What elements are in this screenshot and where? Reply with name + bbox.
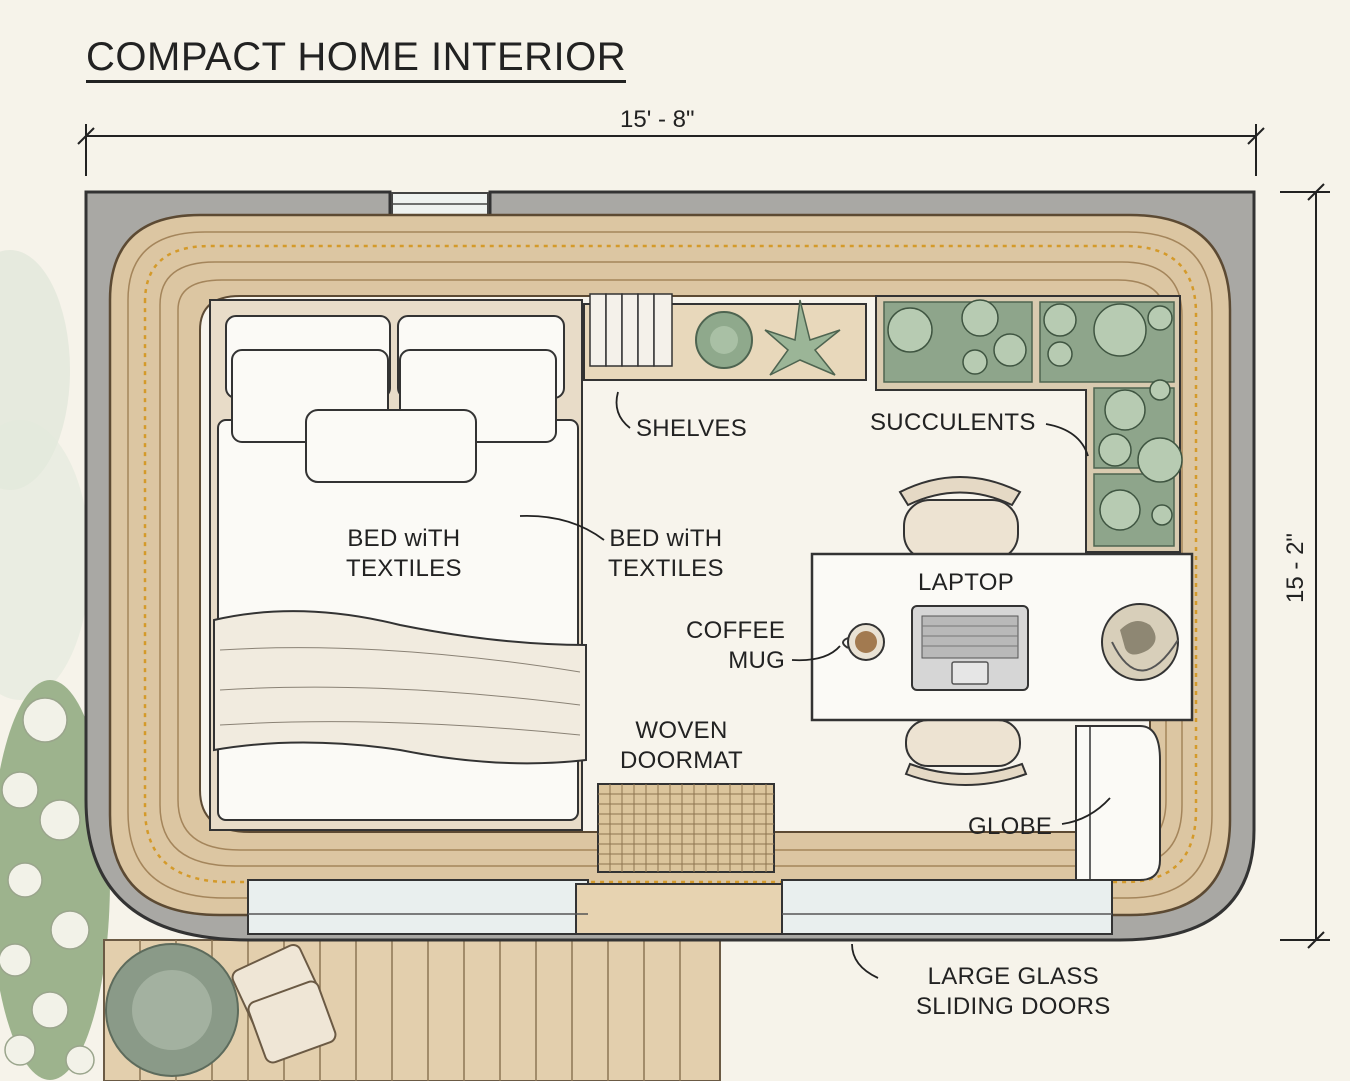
succulents-label: SUCCULENTS: [870, 409, 1036, 436]
doormat-line1: WOVEN: [635, 717, 728, 744]
succulent-icon: [764, 299, 841, 376]
coffee-mug-line2: MUG: [728, 647, 786, 674]
sliding-doors: [247, 879, 1113, 935]
width-dimension-label: 15' - 8": [620, 106, 695, 133]
coffee-mug-label: COFFEE MUG: [686, 616, 785, 676]
background-foliage: [0, 250, 90, 700]
bed-label-line1: BED wiTH: [347, 525, 461, 552]
bed-label: BED wiTH TEXTILES: [346, 524, 462, 584]
desk-chair: [904, 719, 1028, 786]
sliding-doors-line2: SLIDING DOORS: [916, 993, 1111, 1020]
globe-label: GLOBE: [968, 813, 1053, 840]
side-cabinet: [1075, 725, 1161, 881]
deck-cushion: [247, 980, 337, 1064]
sliding-doors-label: LARGE GLASS SLIDING DOORS: [916, 962, 1111, 1022]
callout-leaders: [519, 391, 1111, 979]
width-dimension-line: [77, 124, 1265, 176]
globe-icon: [1101, 603, 1179, 681]
woven-doormat: [597, 783, 775, 873]
laptop-label: LAPTOP: [918, 569, 1015, 596]
top-window: [391, 192, 489, 216]
bed: [209, 299, 587, 831]
coffee-mug-line1: COFFEE: [686, 617, 786, 644]
books-icon: [589, 293, 673, 367]
doormat-line2: DOORMAT: [620, 747, 743, 774]
desk-chair: [898, 476, 1022, 561]
height-dimension-line: [1280, 183, 1330, 949]
page-title: COMPACT HOME INTERIOR: [86, 36, 627, 83]
height-dimension-label: 15 - 2": [1282, 533, 1309, 603]
sliding-doors-line1: LARGE GLASS: [927, 963, 1099, 990]
shelf: [583, 293, 867, 381]
laptop-icon: [911, 605, 1029, 691]
wooden-deck: [103, 939, 721, 1081]
doormat-label: WOVEN DOORMAT: [620, 716, 743, 776]
succulent-planter: [875, 295, 1183, 553]
bed-throw-blanket: [213, 610, 587, 765]
shelves-label: SHELVES: [636, 415, 748, 442]
bed-callout-line2: TEXTILES: [608, 555, 724, 582]
bed-label-line2: TEXTILES: [346, 555, 462, 582]
bed-callout-label: BED wiTH TEXTILES: [608, 524, 724, 584]
hydrangea-shrub: [0, 680, 110, 1080]
pillow: [225, 315, 565, 483]
coffee-mug-icon: [842, 623, 885, 661]
bed-callout-line1: BED wiTH: [609, 525, 723, 552]
